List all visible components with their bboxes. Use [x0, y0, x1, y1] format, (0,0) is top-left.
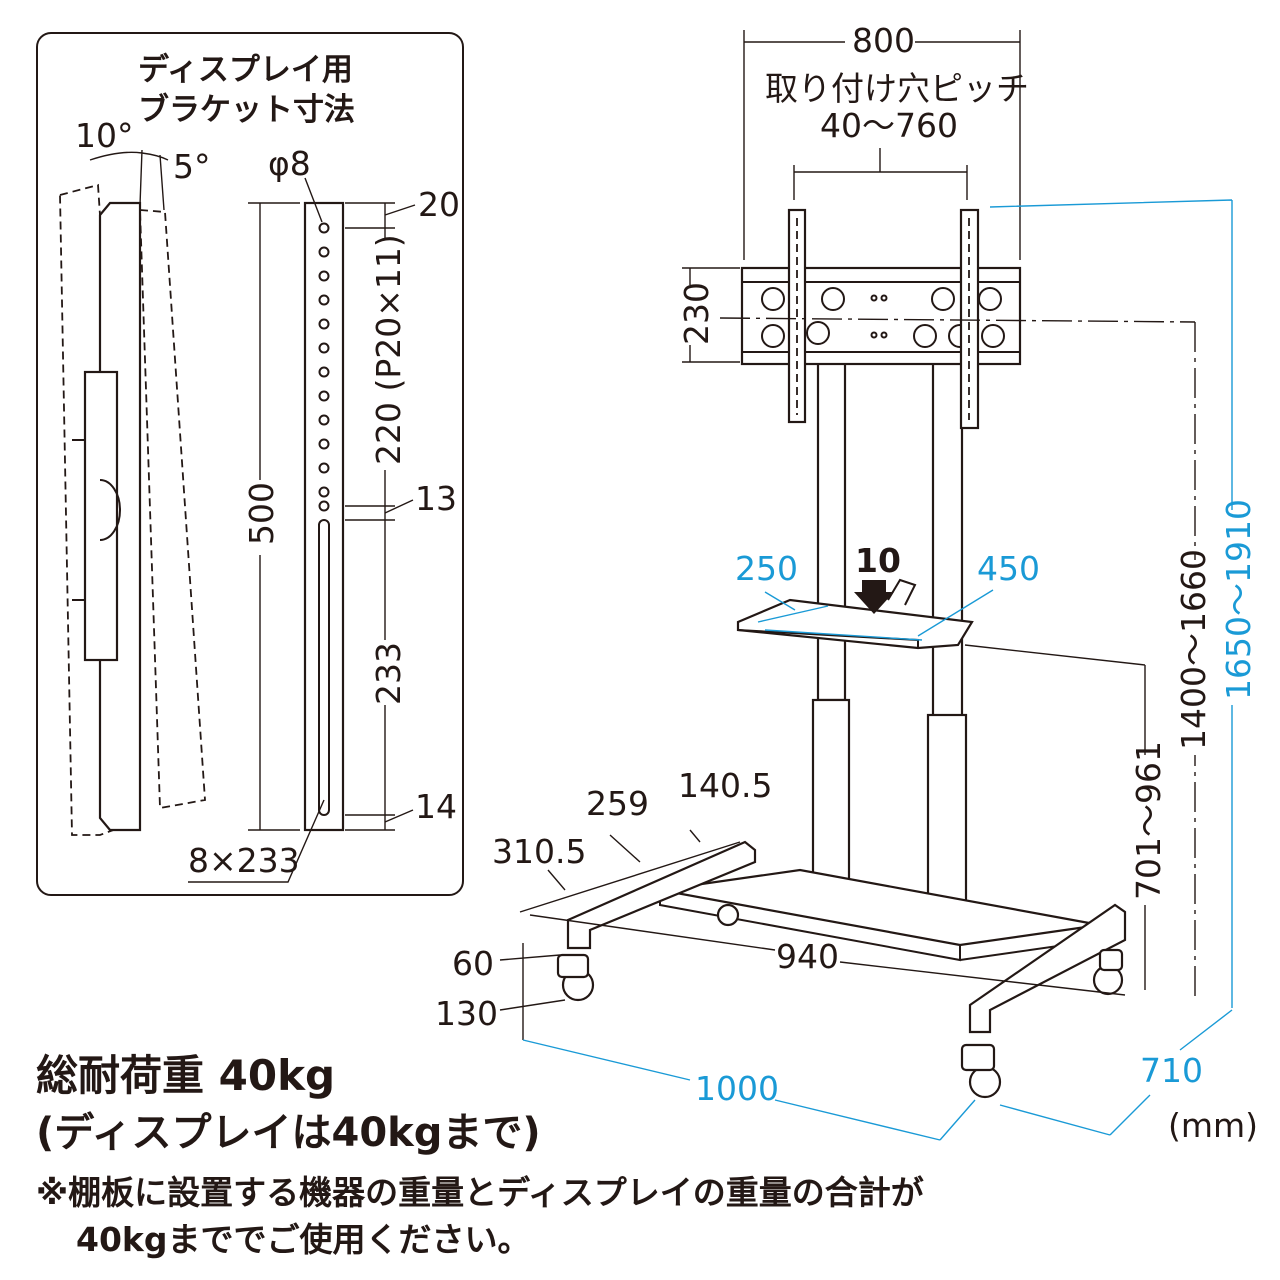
display-load-text: (ディスプレイは40kgまで) [36, 1110, 541, 1156]
unit-label: (mm) [1168, 1106, 1258, 1145]
hole-diameter-label: φ8 [268, 144, 311, 183]
dim-250: 250 [735, 549, 798, 588]
slot-size-label: 8×233 [188, 841, 300, 880]
tilt-down-label: 5° [173, 147, 211, 186]
dim-310-5: 310.5 [492, 832, 586, 871]
hole-pitch-value: 40～760 [820, 106, 958, 145]
dim-800: 800 [852, 21, 915, 60]
inset-title-2: ブラケット寸法 [138, 92, 355, 128]
dim-140-5: 140.5 [678, 766, 772, 805]
bracket-holes [318, 222, 330, 816]
dim-233: 233 [369, 642, 408, 705]
dim-940: 940 [776, 937, 839, 976]
casters [556, 903, 1124, 1099]
dim-130: 130 [435, 994, 498, 1033]
dim-14: 14 [415, 787, 457, 826]
dim-500: 500 [242, 482, 281, 545]
dim-total-height: 1650～1910 [1219, 499, 1258, 700]
dim-710: 710 [1140, 1051, 1203, 1090]
inset-title-1: ディスプレイ用 [138, 52, 353, 88]
dim-259: 259 [586, 784, 649, 823]
dim-13: 13 [415, 479, 457, 518]
dim-1000: 1000 [695, 1069, 779, 1108]
dim-60: 60 [452, 944, 494, 983]
stand-drawing: 800 取り付け穴ピッチ 40～760 230 10 [435, 21, 1258, 1145]
total-load-text: 総耐荷重 40kg [36, 1051, 336, 1100]
dim-220: 220 (P20×11) [369, 234, 408, 465]
caution-line-1: ※棚板に設置する機器の重量とディスプレイの重量の合計が [36, 1173, 924, 1212]
dim-mount-height: 1400～1660 [1174, 549, 1213, 750]
bracket-inset: ディスプレイ用 ブラケット寸法 10° 5° φ8 500 20 [36, 32, 464, 896]
shelf-load-label: 10 [855, 541, 901, 580]
hole-pitch-label: 取り付け穴ピッチ [765, 69, 1029, 108]
caution-line-2: 40kgまででご使用ください。 [76, 1220, 531, 1259]
tilt-up-label: 10° [75, 116, 134, 155]
dim-shelf-height: 701～961 [1129, 741, 1168, 900]
dim-230: 230 [677, 282, 716, 345]
dim-20: 20 [418, 185, 460, 224]
dim-450: 450 [977, 549, 1040, 588]
